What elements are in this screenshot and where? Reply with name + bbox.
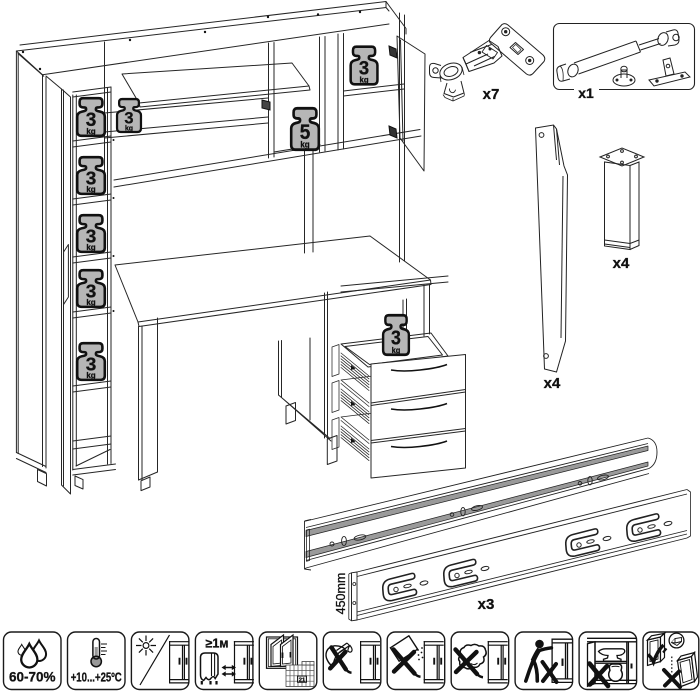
svg-text:3: 3 (359, 57, 369, 78)
svg-text:kg: kg (300, 139, 309, 149)
svg-text:3: 3 (86, 167, 97, 188)
svg-text:21: 21 (299, 677, 306, 683)
svg-text:60-70%: 60-70% (9, 670, 56, 685)
svg-text:kg: kg (86, 298, 96, 307)
svg-text:x4: x4 (544, 375, 561, 392)
svg-text:3: 3 (391, 326, 401, 348)
svg-text:kg: kg (86, 243, 96, 252)
svg-text:x3: x3 (478, 596, 495, 613)
svg-text:x4: x4 (613, 255, 630, 272)
svg-text:3: 3 (86, 353, 97, 374)
svg-text:kg: kg (86, 371, 96, 380)
svg-text:3: 3 (86, 225, 97, 246)
svg-text:kg: kg (86, 185, 96, 194)
svg-text:3: 3 (124, 108, 133, 127)
svg-text:450mm: 450mm (334, 573, 348, 615)
svg-text:kg: kg (392, 345, 401, 355)
svg-text:3: 3 (86, 110, 97, 131)
svg-text:kg: kg (86, 127, 95, 136)
svg-text:3: 3 (86, 280, 97, 301)
svg-text:≥1м: ≥1м (206, 637, 229, 651)
svg-text:kg: kg (125, 125, 133, 132)
svg-text:kg: kg (360, 75, 369, 84)
svg-text:x7: x7 (483, 86, 500, 103)
svg-text:5: 5 (300, 121, 311, 144)
svg-text:x1: x1 (578, 85, 594, 101)
svg-text:+10...+25ºC: +10...+25ºC (71, 671, 122, 685)
